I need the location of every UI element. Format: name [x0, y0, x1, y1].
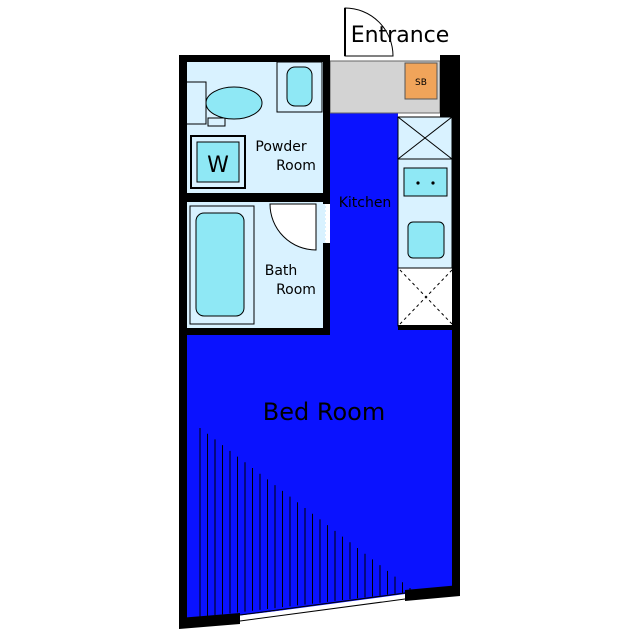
bath-room-label-line2: Room — [276, 282, 316, 298]
wall-bath-bottom — [179, 328, 330, 335]
wall-powder-bath — [179, 193, 330, 202]
stove — [403, 167, 448, 197]
entrance-area: SB Entrance — [329, 7, 450, 114]
window-glass — [240, 594, 405, 620]
wall-wet-area-right — [323, 55, 330, 204]
toilet-bowl — [205, 86, 263, 120]
powder-sink-basin — [286, 66, 313, 107]
wall-closet-bottom — [398, 325, 460, 330]
wall-right — [440, 55, 460, 117]
bathtub-basin — [195, 212, 245, 317]
window-bottom — [239, 592, 406, 622]
window-line-1 — [239, 592, 406, 616]
powder-room-label-line2: Room — [276, 158, 316, 174]
shoe-box — [404, 62, 438, 100]
wall-bath-right — [323, 243, 330, 335]
wall-top-left — [179, 55, 330, 62]
washer-unit — [196, 141, 240, 183]
washer-label: W — [207, 153, 229, 178]
bath-room-label-line1: Bath — [265, 263, 298, 279]
stove-burner-left — [416, 181, 420, 185]
kitchen-sink — [407, 221, 445, 259]
wall-bottom-right — [405, 585, 460, 601]
balcony-hatching — [199, 428, 411, 617]
kitchen: Kitchen — [339, 116, 455, 327]
shoe-box-label: SB — [415, 78, 427, 88]
powder-room-label-line1: Powder — [255, 139, 306, 155]
kitchen-label: Kitchen — [339, 195, 392, 211]
toilet-seat-base — [207, 117, 226, 127]
wall-left — [179, 55, 187, 626]
bed-room-label: Bed Room — [263, 398, 385, 426]
wall-right-lower — [452, 110, 460, 595]
stove-burner-right — [431, 181, 435, 185]
walls — [179, 55, 460, 629]
fridge-x-line-2 — [397, 116, 453, 160]
bath-room: Bath Room — [186, 202, 326, 328]
toilet-tank — [185, 81, 207, 125]
bath-door-swing — [269, 203, 317, 251]
powder-room: W Powder Room — [185, 61, 326, 194]
wall-bottom — [179, 613, 240, 629]
entrance-label: Entrance — [351, 23, 450, 48]
closet-x-line-2 — [399, 269, 453, 325]
entrance-door-swing — [344, 7, 394, 57]
window-line-2 — [239, 598, 406, 622]
